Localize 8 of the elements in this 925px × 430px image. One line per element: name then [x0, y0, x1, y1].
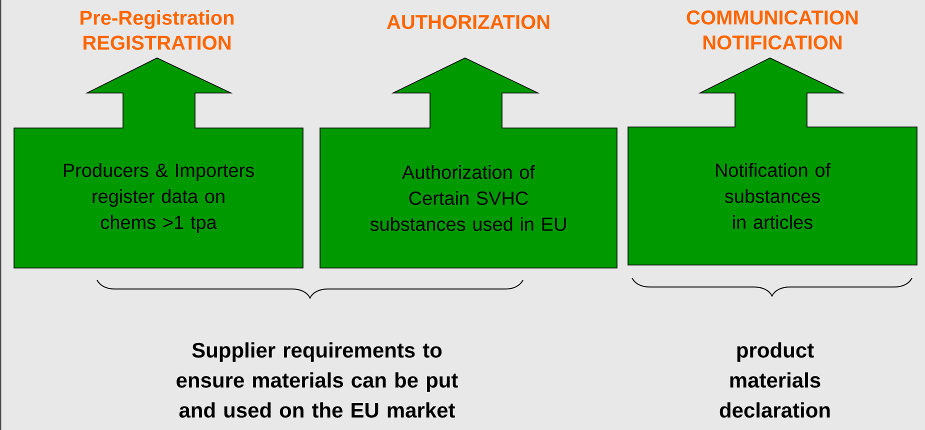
caption-text: product materials declaration [720, 342, 830, 418]
node-label: Pre-Registration REGISTRATION [80, 10, 234, 50]
node-label: AUTHORIZATION [386, 14, 550, 30]
arrow-box: COMMUNICATION NOTIFICATION Notification of substances in articles [628, 10, 918, 266]
arrow-box: Pre-Registration REGISTRATION Producers & Importers register data on chems >1 tpa [14, 10, 304, 268]
caption-text: Supplier requirements to ensure materials can be put and used on the EU market [176, 342, 458, 418]
arrow-box: AUTHORIZATION Authorization of Certain SVHC substances used in EU [320, 14, 618, 268]
node-label: COMMUNICATION NOTIFICATION [686, 10, 858, 50]
